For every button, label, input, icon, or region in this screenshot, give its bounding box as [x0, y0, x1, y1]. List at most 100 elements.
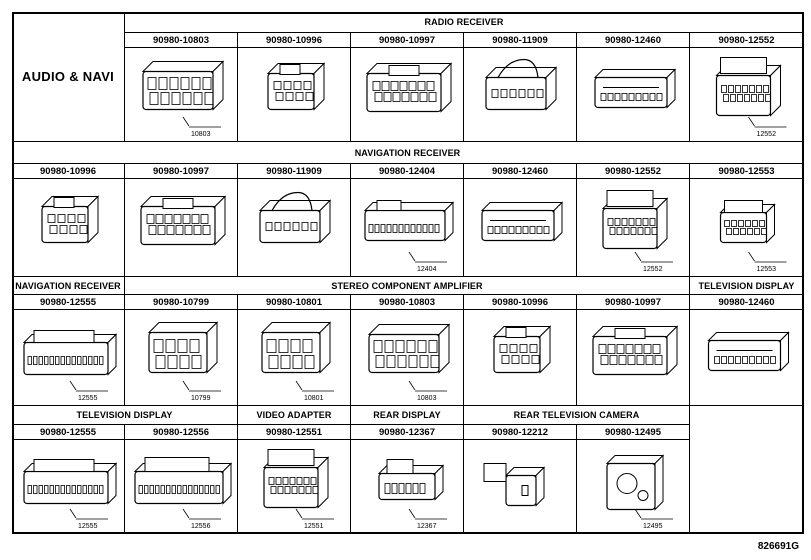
- part-number-text: 90980-12553: [718, 165, 775, 177]
- terminal-cavity: [182, 214, 191, 224]
- connector-drawing: [12, 179, 125, 277]
- terminal-cavity: [628, 218, 635, 226]
- connector-sketch: [258, 191, 332, 244]
- housing-top: [260, 322, 332, 333]
- terminal-cavity: [298, 486, 305, 494]
- connector-sketch: [363, 200, 455, 242]
- terminal-cavity: [171, 485, 176, 494]
- connector-sketch: [40, 195, 100, 244]
- connector-drawing: 12552: [577, 179, 690, 277]
- leader-line: [182, 380, 190, 391]
- part-number: 90980-12460: [690, 295, 804, 310]
- terminal-cavity: [155, 214, 164, 224]
- terminal-cavity: [384, 483, 391, 494]
- housing-front: [263, 466, 319, 509]
- terminal-cavity: [728, 85, 734, 93]
- connector-illustration: [492, 325, 552, 374]
- part-number: 90980-12460: [464, 164, 577, 179]
- terminal-cavity: [310, 477, 317, 485]
- connector-sketch: [22, 330, 118, 376]
- plug-head: [483, 463, 507, 482]
- leader-line: [634, 251, 642, 262]
- terminal-cavity: [636, 355, 645, 365]
- leader-line: [295, 380, 303, 391]
- part-number-text: 90980-12552: [718, 34, 775, 46]
- terminal-cavity: [627, 355, 636, 365]
- connector-drawing: 12551: [238, 440, 351, 534]
- part-number-text: 90980-12460: [492, 165, 548, 177]
- part-number-text: 90980-10803: [153, 34, 209, 46]
- terminal-cavity: [93, 356, 98, 365]
- part-number-text: 90980-12555: [40, 296, 96, 308]
- terminal-cavity: [614, 93, 621, 101]
- housing-front: [707, 339, 782, 372]
- part-number: 90980-10801: [238, 295, 351, 310]
- terminal-cavity: [728, 356, 734, 364]
- connector-illustration: [266, 62, 326, 111]
- terminal-cavity: [293, 81, 302, 90]
- housing-front: [505, 474, 537, 507]
- terminal-cavity: [529, 226, 536, 234]
- connector-illustration: 10803: [367, 323, 451, 402]
- group-header-navigation-receiver: NAVIGATION RECEIVER: [12, 277, 125, 295]
- part-number: 90980-10803: [351, 295, 464, 310]
- terminal-cavity: [193, 225, 202, 235]
- terminal-cavity: [67, 214, 76, 223]
- terminal-cavity: [374, 224, 380, 233]
- terminal-cavity: [175, 225, 184, 235]
- terminal-cavity: [296, 477, 303, 485]
- part-number: 90980-10996: [464, 295, 577, 310]
- terminal-cavity: [422, 224, 428, 233]
- housing-front: [493, 335, 541, 374]
- terminal-cavity: [543, 226, 550, 234]
- terminal-cavity: [268, 355, 279, 369]
- terminal-cavity: [386, 355, 396, 368]
- terminal-cavity: [645, 355, 654, 365]
- terminal-cavity: [291, 486, 298, 494]
- connector-drawing: [464, 440, 577, 534]
- connector-sketch: [492, 325, 552, 374]
- part-number-text: 90980-10997: [605, 296, 661, 308]
- leader-line: [408, 508, 416, 519]
- part-number: 90980-12551: [238, 425, 351, 440]
- terminal-cavity: [310, 222, 318, 231]
- connector-illustration: 12555: [22, 459, 118, 530]
- terminal-cavity: [491, 89, 499, 98]
- part-number: 90980-12552: [577, 164, 690, 179]
- leader-line: [69, 508, 77, 519]
- terminal-cavity: [404, 224, 410, 233]
- terminal-cavity: [158, 77, 168, 90]
- side-label: AUDIO & NAVI: [12, 12, 125, 142]
- terminal-cavity: [649, 93, 656, 101]
- part-number: 90980-12404: [351, 164, 464, 179]
- connector-illustration: 12367: [377, 459, 447, 530]
- connector-illustration: 12495: [605, 454, 673, 530]
- terminal-cavity: [501, 355, 510, 364]
- terminal-cavity: [430, 355, 440, 368]
- terminal-cavity: [721, 85, 727, 93]
- terminal-cavity: [623, 227, 630, 235]
- terminal-cavity: [27, 485, 32, 494]
- housing-top: [593, 69, 677, 78]
- terminal-cavity: [761, 228, 767, 235]
- terminal-cavity: [518, 89, 526, 98]
- terminal-cavity: [27, 356, 32, 365]
- terminal-cavity: [368, 224, 374, 233]
- terminal-cavity: [749, 356, 755, 364]
- terminal-cavity: [607, 93, 614, 101]
- terminal-cavity: [408, 81, 417, 91]
- terminal-cavity: [501, 226, 508, 234]
- terminal-cavity: [372, 81, 381, 91]
- terminal-cavity: [289, 477, 296, 485]
- terminal-cavity: [405, 483, 412, 494]
- terminal-cavity: [164, 214, 173, 224]
- terminal-cavity: [499, 344, 508, 353]
- leader-line: [295, 508, 303, 519]
- terminal-cavity: [398, 483, 405, 494]
- terminal-cavity: [614, 218, 621, 226]
- terminal-cavity: [747, 228, 753, 235]
- housing-top: [147, 322, 219, 333]
- connector-callout-label: 12552: [757, 131, 777, 138]
- lock-tab: [614, 328, 646, 339]
- connector-drawing: 12555: [12, 440, 125, 534]
